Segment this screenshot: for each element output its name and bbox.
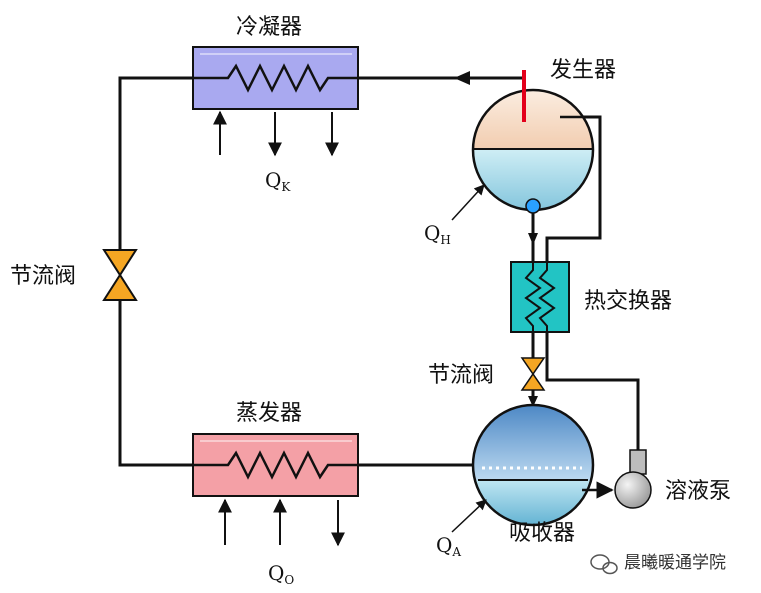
absorber [471,403,595,527]
throttle-valve-left [102,249,138,301]
evaporator-label: 蒸发器 [236,401,302,426]
throttle-left-label: 节流阀 [10,264,76,289]
qh-arrow [451,184,485,221]
watermark: 晨曦暖通学院 [590,553,726,575]
wechat-logo-icon [590,554,618,575]
qa-arrow [451,499,487,533]
evaporator-coil [193,450,358,480]
watermark-text: 晨曦暖通学院 [624,553,726,573]
condenser-coil [193,63,358,93]
throttle-valve-right [520,357,546,391]
qk-label: QK [265,168,291,194]
flow-arrow-icon [454,71,470,85]
generator-label: 发生器 [550,58,616,83]
generator [471,88,595,212]
flow-arrow-icon [528,396,538,407]
qa-label: QA [436,533,461,559]
qh-label: QH [424,221,451,247]
throttle-right-label: 节流阀 [428,363,494,388]
condenser-label: 冷凝器 [236,15,302,40]
pump-label: 溶液泵 [665,479,731,504]
evaporator [192,433,359,497]
absorber-label: 吸收器 [509,521,575,546]
heat-exchanger-label: 热交换器 [584,289,672,314]
heat-exchanger [510,261,570,333]
qo-label: QO [268,561,294,587]
flow-arrow-icon [528,233,538,245]
condenser [192,46,359,110]
generator-outlet-dot [525,198,541,214]
solution-pump [614,449,652,509]
